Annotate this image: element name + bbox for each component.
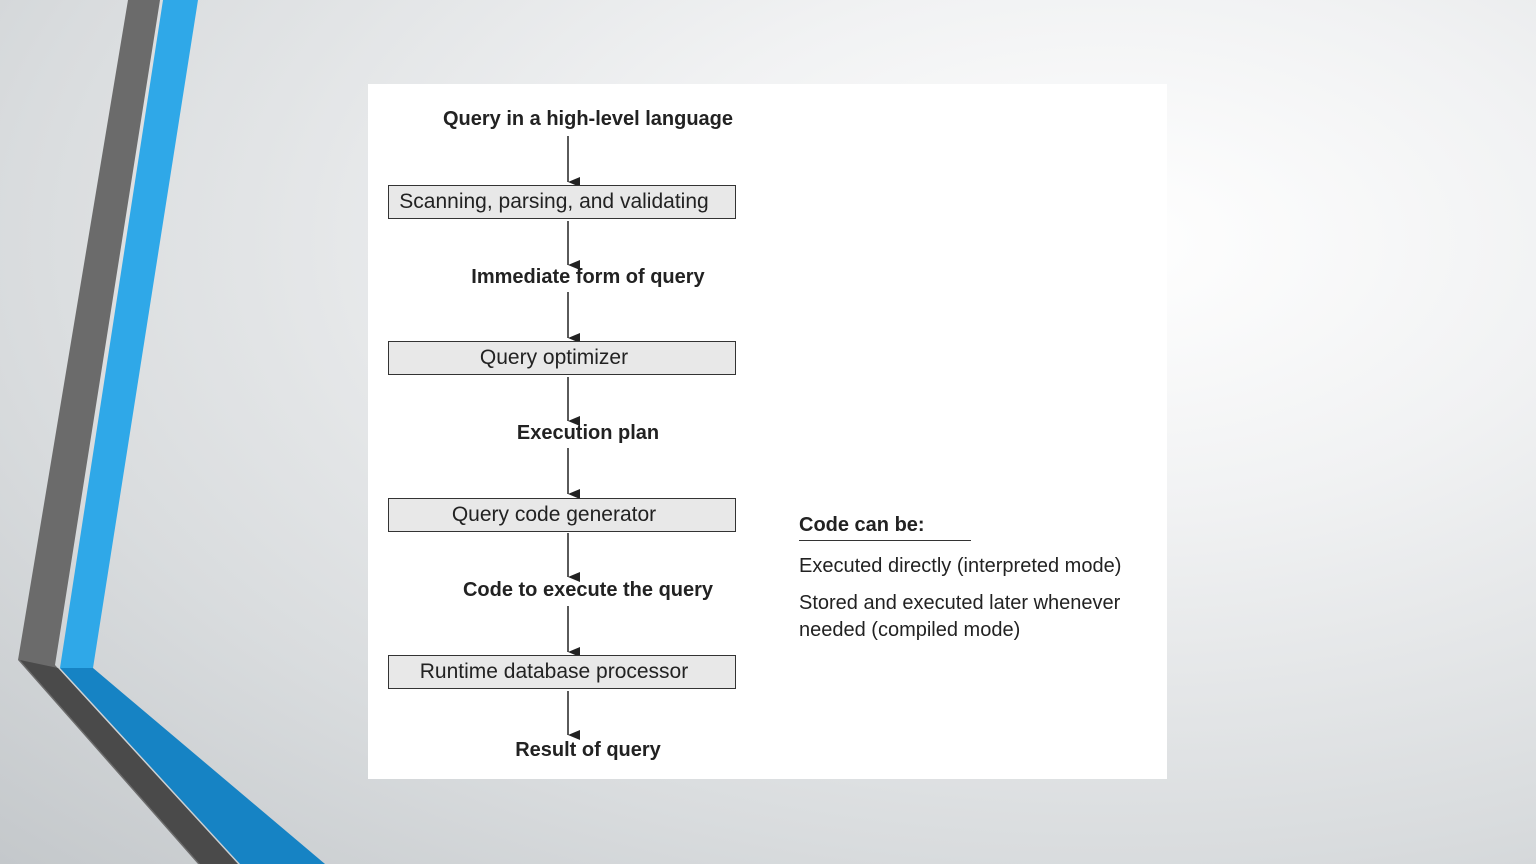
flow-arrows <box>567 136 580 740</box>
flow-label-intermediate-form: Immediate form of query <box>471 266 705 288</box>
flow-label-result: Result of query <box>515 739 661 761</box>
flow-box-runtime-processor: Runtime database processor <box>388 655 736 689</box>
decor-blue-stripe <box>60 0 198 668</box>
flow-label-code-to-execute: Code to execute the query <box>462 579 714 601</box>
flow-label-query-input: Query in a high-level language <box>442 108 734 130</box>
side-note-item: Executed directly (interpreted mode) <box>799 555 1122 577</box>
query-processing-figure: Query in a high-level language Scanning,… <box>368 84 1167 779</box>
side-note-underline <box>799 540 971 541</box>
flow-box-label: Runtime database processor <box>419 660 689 683</box>
flow-box-query-optimizer: Query optimizer <box>388 341 736 375</box>
flow-box-label: Query code generator <box>451 503 657 526</box>
flow-box-label: Scanning, parsing, and validating <box>399 190 709 213</box>
side-note-item: Stored and executed later whenever neede… <box>799 592 1121 641</box>
flow-box-scanning: Scanning, parsing, and validating <box>388 185 736 219</box>
flow-label-execution-plan: Execution plan <box>516 422 660 444</box>
decor-dark-stripe <box>20 660 238 864</box>
flow-box-code-generator: Query code generator <box>388 498 736 532</box>
side-note-heading: Code can be: <box>799 514 925 536</box>
decor-dark-blue-stripe <box>60 668 325 864</box>
flow-box-label: Query optimizer <box>479 346 629 369</box>
decor-gray-stripe <box>18 0 230 864</box>
